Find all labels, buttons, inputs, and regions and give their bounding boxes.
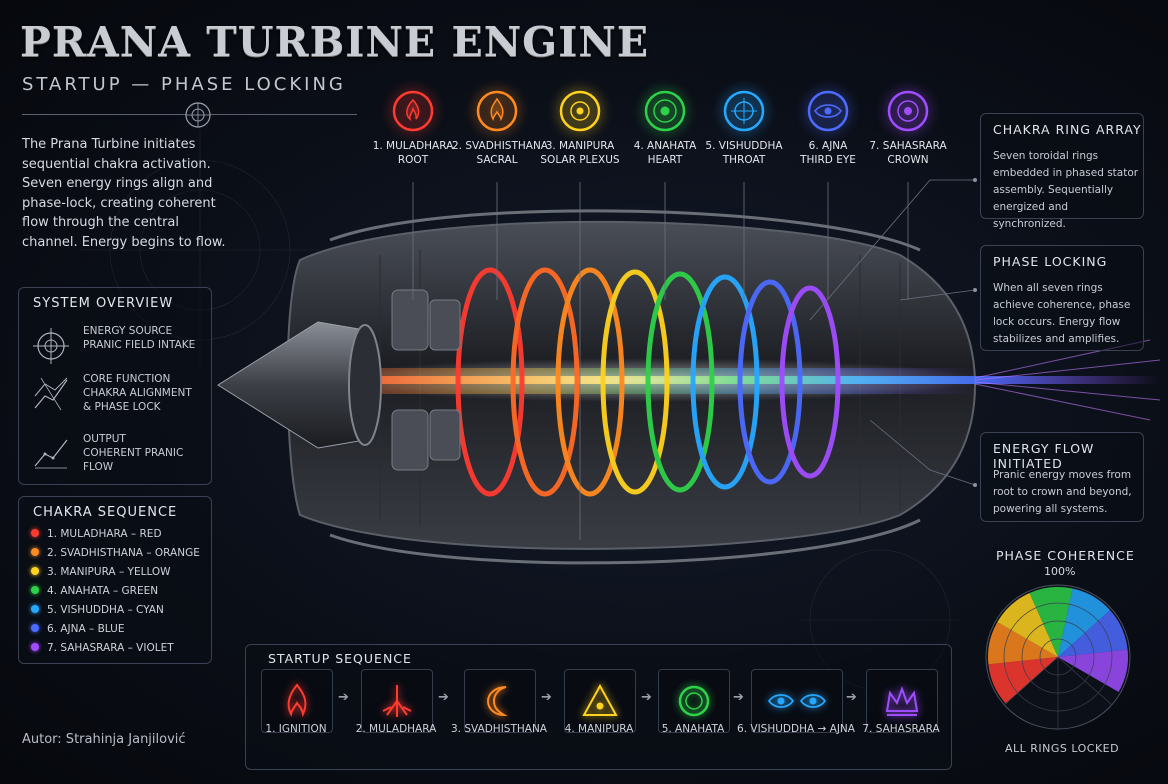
compass-emblem-icon bbox=[185, 102, 211, 128]
startup-sequence-panel: STARTUP SEQUENCE 1. IGNITION ➔ 2. MULADH… bbox=[245, 644, 952, 770]
arrow-right-icon: ➔ bbox=[641, 690, 652, 705]
author-credit: Autor: Strahinja Janjilović bbox=[22, 732, 186, 747]
color-dot bbox=[31, 548, 39, 556]
crescent-moon-icon bbox=[486, 686, 508, 717]
system-item-energy-source: ENERGY SOURCE PRANIC FIELD INTAKE bbox=[31, 324, 211, 372]
startup-step-svadhisthana bbox=[464, 669, 536, 733]
startup-step-manipura bbox=[564, 669, 636, 733]
color-dot bbox=[31, 529, 39, 537]
startup-step-anahata bbox=[658, 669, 730, 733]
chakra-label-manipura: 3. MANIPURA SOLAR PLEXUS bbox=[535, 88, 625, 166]
chakra-sequence-item: 2. SVADHISTHANA – ORANGE bbox=[31, 547, 200, 559]
sun-triangle-icon bbox=[559, 90, 601, 132]
system-overview-panel: SYSTEM OVERVIEW ENERGY SOURCE PRANIC FIE… bbox=[18, 287, 212, 485]
chakra-sequence-item: 1. MULADHARA – RED bbox=[31, 528, 162, 540]
startup-step-sahasrara bbox=[866, 669, 938, 733]
phase-coherence-value: 100% bbox=[1044, 565, 1076, 578]
ignition-flame-icon bbox=[287, 683, 307, 718]
color-dot bbox=[31, 624, 39, 632]
arrow-right-icon: ➔ bbox=[846, 690, 857, 705]
crown-icon bbox=[885, 686, 919, 716]
color-dot bbox=[31, 605, 39, 613]
page-subtitle: STARTUP — PHASE LOCKING bbox=[22, 74, 346, 95]
system-item-detail: COHERENT PRANIC FLOW bbox=[83, 447, 184, 473]
system-item-output: OUTPUT COHERENT PRANIC FLOW bbox=[31, 432, 211, 480]
system-item-heading: ENERGY SOURCE bbox=[83, 325, 173, 337]
chakra-sequence-title: CHAKRA SEQUENCE bbox=[33, 505, 178, 520]
ring-icon bbox=[678, 685, 710, 717]
chakra-sequence-panel: CHAKRA SEQUENCE 1. MULADHARA – RED 2. SV… bbox=[18, 496, 212, 664]
system-item-detail: PRANIC FIELD INTAKE bbox=[83, 339, 196, 351]
system-item-heading: CORE FUNCTION bbox=[83, 373, 171, 385]
startup-step-vishuddha-ajna bbox=[751, 669, 843, 733]
gauge-sector bbox=[1058, 610, 1128, 657]
system-item-detail: CHAKRA ALIGNMENT & PHASE LOCK bbox=[83, 387, 192, 413]
chakra-label-vishuddha: 5. VISHUDDHA THROAT bbox=[699, 88, 789, 166]
info-panel-chakra-ring-array: CHAKRA RING ARRAY Seven toroidal rings e… bbox=[980, 113, 1144, 230]
startup-step-label: 1. IGNITION bbox=[265, 723, 327, 735]
page-title: PRANA TURBINE ENGINE bbox=[20, 18, 650, 66]
water-flame-icon bbox=[476, 90, 518, 132]
gauge-sector bbox=[997, 593, 1058, 657]
color-dot bbox=[31, 567, 39, 575]
chakra-label-svadhisthana: 2. SVADHISTHANA SACRAL bbox=[452, 88, 548, 166]
arrow-right-icon: ➔ bbox=[338, 690, 349, 705]
phase-coherence-footer: ALL RINGS LOCKED bbox=[1005, 742, 1120, 755]
crosshair-icon bbox=[33, 328, 69, 364]
color-dot bbox=[31, 586, 39, 594]
alignment-graph-icon bbox=[34, 377, 68, 411]
startup-step-muladhara bbox=[361, 669, 433, 733]
startup-step-ignition bbox=[261, 669, 333, 733]
chakra-label-muladhara: 1. MULADHARA ROOT bbox=[368, 88, 458, 166]
crown-lotus-icon bbox=[887, 90, 929, 132]
lotus-heart-icon bbox=[644, 90, 686, 132]
startup-step-label: 3. SVADHISTHANA bbox=[451, 723, 547, 735]
system-item-core-function: CORE FUNCTION CHAKRA ALIGNMENT & PHASE L… bbox=[31, 372, 211, 420]
phase-coherence-title: PHASE COHERENCE bbox=[996, 548, 1135, 563]
rising-graph-icon bbox=[34, 439, 68, 469]
intro-text: The Prana Turbine initiates sequential c… bbox=[22, 137, 226, 250]
system-item-heading: OUTPUT bbox=[83, 433, 126, 445]
phase-coherence-gauge bbox=[985, 584, 1131, 730]
throat-circle-icon bbox=[723, 90, 765, 132]
triangle-icon bbox=[582, 683, 618, 716]
chakra-label-anahata: 4. ANAHATA HEART bbox=[620, 88, 710, 166]
system-overview-title: SYSTEM OVERVIEW bbox=[33, 296, 174, 311]
root-icon bbox=[382, 685, 412, 717]
chakra-label-ajna: 6. AJNA THIRD EYE bbox=[783, 88, 873, 166]
third-eye-icon bbox=[807, 90, 849, 132]
startup-sequence-title: STARTUP SEQUENCE bbox=[268, 651, 412, 666]
info-panel-phase-locking: PHASE LOCKING When all seven rings achie… bbox=[980, 245, 1144, 351]
chakra-sequence-item: 6. AJNA – BLUE bbox=[31, 623, 124, 635]
chakra-label-sahasrara: 7. SAHASRARA CROWN bbox=[863, 88, 953, 166]
gauge-sector bbox=[988, 657, 1058, 704]
startup-step-label: 2. MULADHARA bbox=[355, 723, 437, 735]
gauge-sector bbox=[1029, 587, 1073, 657]
gauge-sector bbox=[1058, 588, 1111, 657]
startup-step-label: 5. ANAHATA bbox=[661, 723, 725, 735]
info-panel-energy-flow: ENERGY FLOW INITIATED Pranic energy move… bbox=[980, 432, 1144, 522]
startup-step-label: 4. MANIPURA bbox=[564, 723, 634, 735]
eyes-icon bbox=[767, 694, 827, 708]
arrow-right-icon: ➔ bbox=[541, 690, 552, 705]
flame-icon bbox=[392, 90, 434, 132]
chakra-sequence-item: 4. ANAHATA – GREEN bbox=[31, 585, 158, 597]
chakra-sequence-item: 5. VISHUDDHA – CYAN bbox=[31, 604, 164, 616]
arrow-right-icon: ➔ bbox=[733, 690, 744, 705]
chakra-sequence-item: 7. SAHASRARA – VIOLET bbox=[31, 642, 174, 654]
arrow-right-icon: ➔ bbox=[438, 690, 449, 705]
startup-step-label: 6. VISHUDDHA → AJNA bbox=[737, 723, 855, 735]
startup-step-label: 7. SAHASRARA bbox=[862, 723, 940, 735]
color-dot bbox=[31, 643, 39, 651]
chakra-sequence-item: 3. MANIPURA – YELLOW bbox=[31, 566, 171, 578]
